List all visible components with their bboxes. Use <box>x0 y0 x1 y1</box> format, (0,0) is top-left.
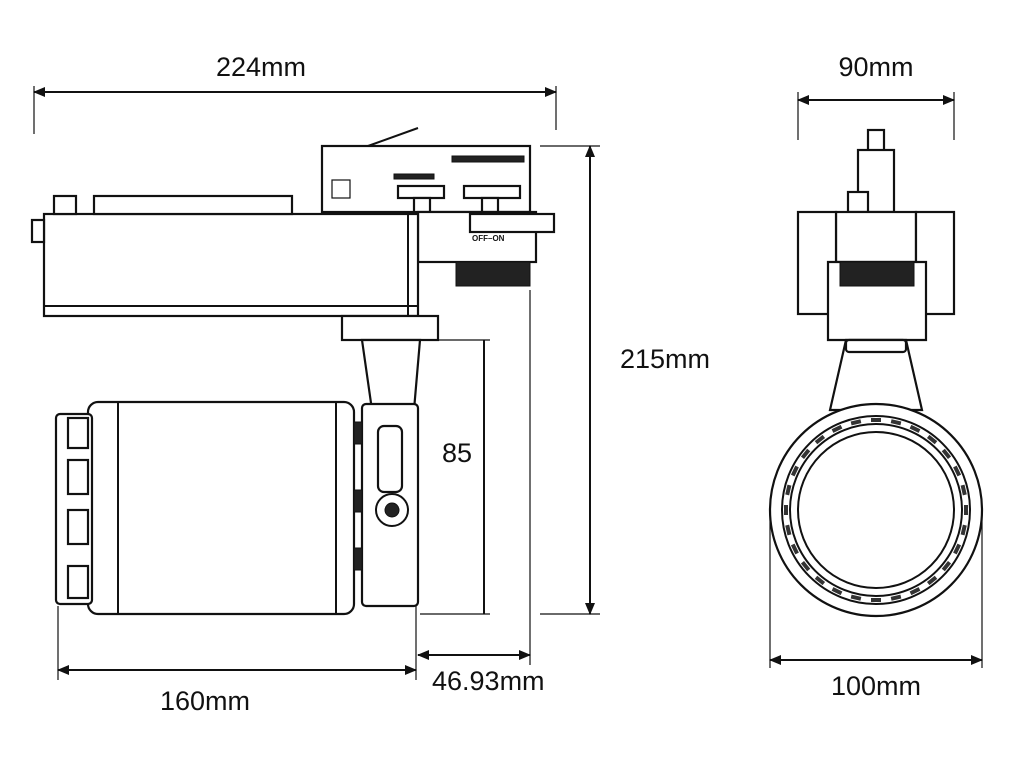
cooling-slot <box>814 434 826 445</box>
dim-side-width: 90mm <box>838 52 913 82</box>
dim-head-diameter: 100mm <box>831 671 921 701</box>
cooling-slot <box>964 505 968 515</box>
lamp-lens <box>797 431 955 589</box>
cooling-slot <box>785 484 792 496</box>
arm-bracket <box>340 314 440 342</box>
dim-offset: 46.93mm <box>432 666 545 696</box>
cooling-slot <box>941 448 952 460</box>
dim-head-length: 160mm <box>160 686 250 716</box>
cooling-slot <box>890 594 902 601</box>
cooling-slot <box>831 587 843 596</box>
dim-overall-length: 224mm <box>216 52 306 82</box>
arm <box>360 338 422 412</box>
dim-overall-height: 215mm <box>620 344 710 374</box>
adapter-knob <box>455 261 531 287</box>
cooling-slot <box>871 418 881 422</box>
cooling-slot <box>871 598 881 602</box>
cooling-slot <box>909 424 921 433</box>
side-view: OFF–ON 224mm <box>30 52 710 716</box>
lamp-face-outer <box>768 402 984 618</box>
cooling-slot <box>800 560 811 572</box>
cooling-slot <box>784 505 788 515</box>
cooling-slot <box>831 424 843 433</box>
cooling-slot <box>926 575 938 586</box>
cooling-slot <box>814 575 826 586</box>
cooling-slot <box>850 419 862 426</box>
pivot-knob <box>375 493 409 527</box>
lamp-head <box>86 400 356 616</box>
cooling-slot <box>960 484 967 496</box>
cooling-slot <box>960 524 967 536</box>
cooling-slot <box>790 465 799 477</box>
front-view: 90mm 100mm <box>768 52 984 701</box>
cooling-slot <box>926 434 938 445</box>
cooling-slot <box>790 543 799 555</box>
cooling-slot <box>953 543 962 555</box>
dim-arm-height: 85 <box>442 438 472 468</box>
cooling-slot <box>850 594 862 601</box>
cooling-slot <box>800 448 811 460</box>
cooling-slot <box>890 419 902 426</box>
switch-label: OFF–ON <box>472 234 505 243</box>
cooling-slot <box>909 587 921 596</box>
driver-box <box>42 212 420 318</box>
front-adapter-knob <box>839 261 915 287</box>
cooling-slot <box>941 560 952 572</box>
cooling-slot <box>953 465 962 477</box>
cooling-slot <box>785 524 792 536</box>
